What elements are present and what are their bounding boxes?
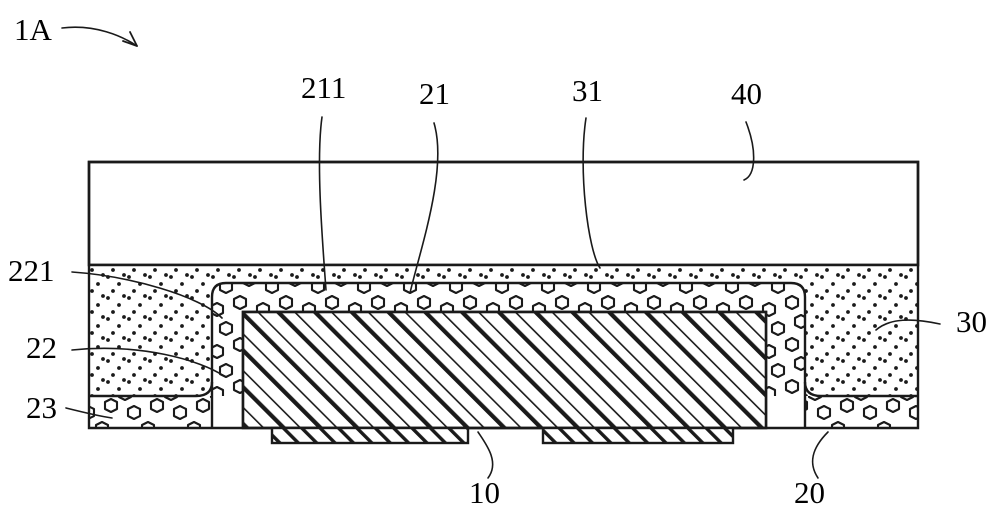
top-substrate-block [87, 160, 920, 267]
leader-221 [71, 271, 223, 319]
ref-label-31: 31 [572, 73, 603, 108]
ref-label-10: 10 [469, 475, 500, 510]
reference-numerals: 211 21 31 40 221 22 23 30 10 20 [8, 70, 987, 510]
die-block [241, 310, 768, 430]
encapsulant-base-top-edge [89, 381, 918, 398]
curved-arrow-icon [61, 26, 138, 47]
leader-21 [409, 122, 439, 294]
contact-pads [270, 426, 735, 445]
ref-label-40: 40 [731, 76, 762, 111]
ref-label-23: 23 [26, 390, 57, 425]
ref-label-21: 21 [419, 76, 450, 111]
encapsulant-trough-outline [210, 281, 807, 428]
leader-10 [477, 431, 494, 479]
stack-outer-outline [87, 160, 920, 430]
leader-lines [65, 116, 941, 479]
arrow-head-icon [122, 31, 138, 47]
contact-pad-right-fill [544, 429, 732, 442]
leader-30 [875, 319, 941, 331]
contact-pad-left-fill [273, 429, 467, 442]
contact-pad-left [270, 426, 470, 445]
leader-31 [582, 117, 601, 269]
outer-frame [87, 160, 920, 430]
ref-label-221: 221 [8, 253, 55, 288]
ref-label-22: 22 [26, 330, 57, 365]
leader-211 [318, 116, 327, 291]
leader-22 [71, 347, 225, 377]
ref-label-20: 20 [794, 475, 825, 510]
leader-20 [811, 431, 829, 479]
ref-label-211: 211 [301, 70, 346, 105]
leader-40 [743, 121, 755, 181]
leader-23 [65, 407, 113, 419]
contact-pad-right [541, 426, 735, 445]
die-hatch-fill [244, 313, 766, 428]
figure-id-label: 1A [14, 12, 53, 47]
ref-label-30: 30 [956, 304, 987, 339]
figure-id-group: 1A [14, 12, 138, 47]
top-block-outline [87, 160, 920, 267]
